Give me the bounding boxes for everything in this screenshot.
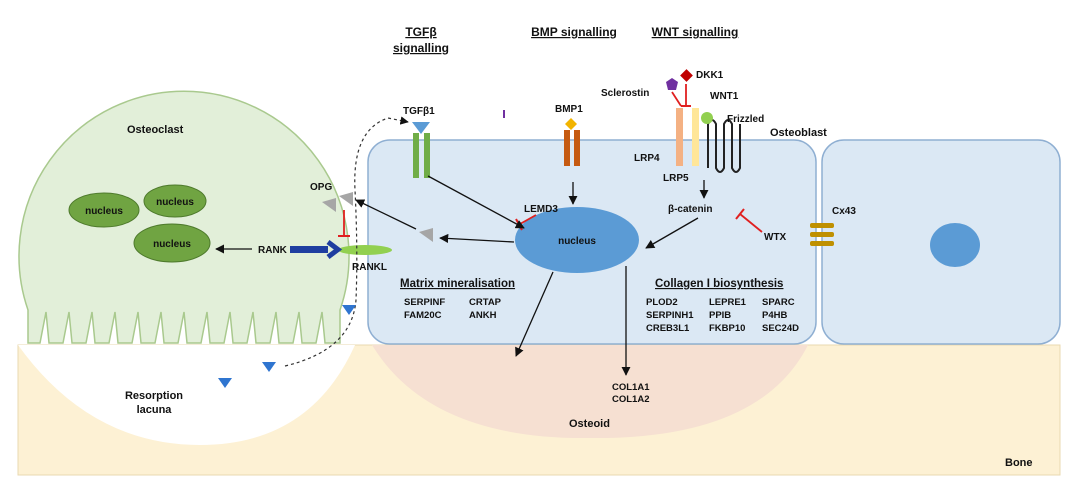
tgfb-release-dashed-arrow	[284, 116, 409, 367]
header-tgfb-line2: signalling	[393, 41, 449, 55]
lrp4-receptor	[676, 108, 683, 166]
cx43-bar-2	[810, 232, 834, 237]
sclerostin-label: Sclerostin	[601, 88, 649, 99]
tgfb-released-triangle-1	[218, 378, 232, 388]
opg-marker-1	[322, 198, 336, 212]
osteoclast-nucleus-1	[68, 192, 140, 228]
nucleus-to-matrix-arrow	[515, 271, 554, 357]
bmp1-ligand	[565, 118, 577, 130]
nucleus-to-opg-arrow	[355, 199, 417, 230]
osteoid-label: Osteoid	[569, 418, 610, 430]
sclerostin-icon	[666, 78, 678, 90]
matrix-mineralisation-title: Matrix mineralisation	[400, 278, 515, 290]
collagen-gene-1: PLOD2	[646, 297, 678, 308]
sclerostin-inhibition	[671, 91, 682, 107]
bmp1-label: BMP1	[555, 104, 583, 115]
tgfb-to-nucleus-arrow	[427, 175, 525, 229]
bcatenin-label: β-catenin	[668, 204, 712, 215]
nucleus-label-1: nucleus	[85, 206, 123, 217]
collagen-gene-4: LEPRE1	[709, 297, 747, 308]
opg-label: OPG	[310, 182, 332, 193]
bmp-receptor-left	[564, 130, 570, 166]
osteoblast-label: Osteoblast	[770, 127, 827, 139]
dkk1-label: DKK1	[696, 70, 724, 81]
lemd3-label: LEMD3	[524, 204, 558, 215]
tgfb-receptor-right	[424, 133, 430, 178]
resorption-label-line2: lacuna	[137, 404, 173, 416]
dkk1-icon	[680, 69, 693, 82]
matrix-gene-1: SERPINF	[404, 297, 445, 308]
rank-label: RANK	[258, 245, 288, 256]
neighbour-nucleus	[930, 223, 980, 267]
lrp5-receptor	[692, 108, 699, 166]
bmp-receptor-right	[574, 130, 580, 166]
lrp4-label: LRP4	[634, 153, 660, 164]
wtx-inhibition-bar	[735, 208, 745, 220]
col1a1-label: COL1A1	[612, 382, 650, 393]
matrix-gene-2: FAM20C	[404, 310, 442, 321]
nucleus-label-3: nucleus	[153, 239, 191, 250]
lrp5-label: LRP5	[663, 173, 689, 184]
collagen-biosynthesis-title: Collagen I biosynthesis	[655, 278, 783, 290]
tgfb-receptor-left	[413, 133, 419, 178]
header-bmp: BMP signalling	[531, 25, 617, 39]
wnt1-ligand	[701, 112, 713, 124]
tgfb1-ligand	[412, 122, 430, 134]
frizzled-receptor	[707, 119, 741, 173]
osteoclast-label: Osteoclast	[127, 124, 184, 136]
nucleus-to-rankl-arrow	[439, 233, 515, 243]
osteoclast-nucleus-3	[133, 223, 211, 263]
cx43-bar-1	[810, 223, 834, 228]
bone-label: Bone	[1005, 457, 1033, 469]
collagen-gene-6: FKBP10	[709, 323, 745, 334]
small-purple-mark	[503, 110, 505, 118]
collagen-gene-8: P4HB	[762, 310, 787, 321]
opg-marker-2	[339, 192, 353, 206]
collagen-gene-2: SERPINH1	[646, 310, 694, 321]
wtx-label: WTX	[764, 232, 787, 243]
col1a2-label: COL1A2	[612, 394, 649, 405]
collagen-gene-7: SPARC	[762, 297, 795, 308]
tgfb-released-triangle-3	[342, 305, 356, 315]
wnt1-label: WNT1	[710, 91, 739, 102]
collagen-gene-3: CREB3L1	[646, 323, 690, 334]
osteoid-region	[372, 345, 808, 439]
rankl-ligand	[338, 245, 392, 255]
osteoblast-nucleus	[515, 207, 639, 273]
tgfb1-label: TGFβ1	[403, 106, 435, 117]
tgfb-released-triangle-2	[262, 362, 276, 372]
frizzled-label: Frizzled	[727, 114, 764, 125]
osteoclast-nucleus-2	[143, 184, 207, 218]
matrix-gene-4: ANKH	[469, 310, 497, 321]
bcatenin-to-nucleus-arrow	[645, 217, 699, 249]
rankl-marker	[419, 228, 433, 242]
resorption-lacuna	[18, 345, 355, 445]
header-tgfb-line1: TGFβ	[405, 25, 436, 39]
osteoclast-cell	[18, 90, 350, 344]
rank-receptor	[290, 246, 328, 253]
rank-receptor-fork	[326, 240, 343, 259]
wtx-inhibition	[739, 213, 763, 233]
collagen-gene-9: SEC24D	[762, 323, 799, 334]
cx43-bar-3	[810, 241, 834, 246]
nucleus-label-2: nucleus	[156, 197, 194, 208]
collagen-gene-5: PPIB	[709, 310, 731, 321]
cx43-label: Cx43	[832, 206, 856, 217]
osteoblast-nucleus-label: nucleus	[558, 236, 596, 247]
matrix-gene-3: CRTAP	[469, 297, 502, 308]
resorption-label-line1: Resorption	[125, 390, 183, 402]
rankl-label: RANKL	[352, 262, 387, 273]
header-wnt: WNT signalling	[652, 25, 739, 39]
